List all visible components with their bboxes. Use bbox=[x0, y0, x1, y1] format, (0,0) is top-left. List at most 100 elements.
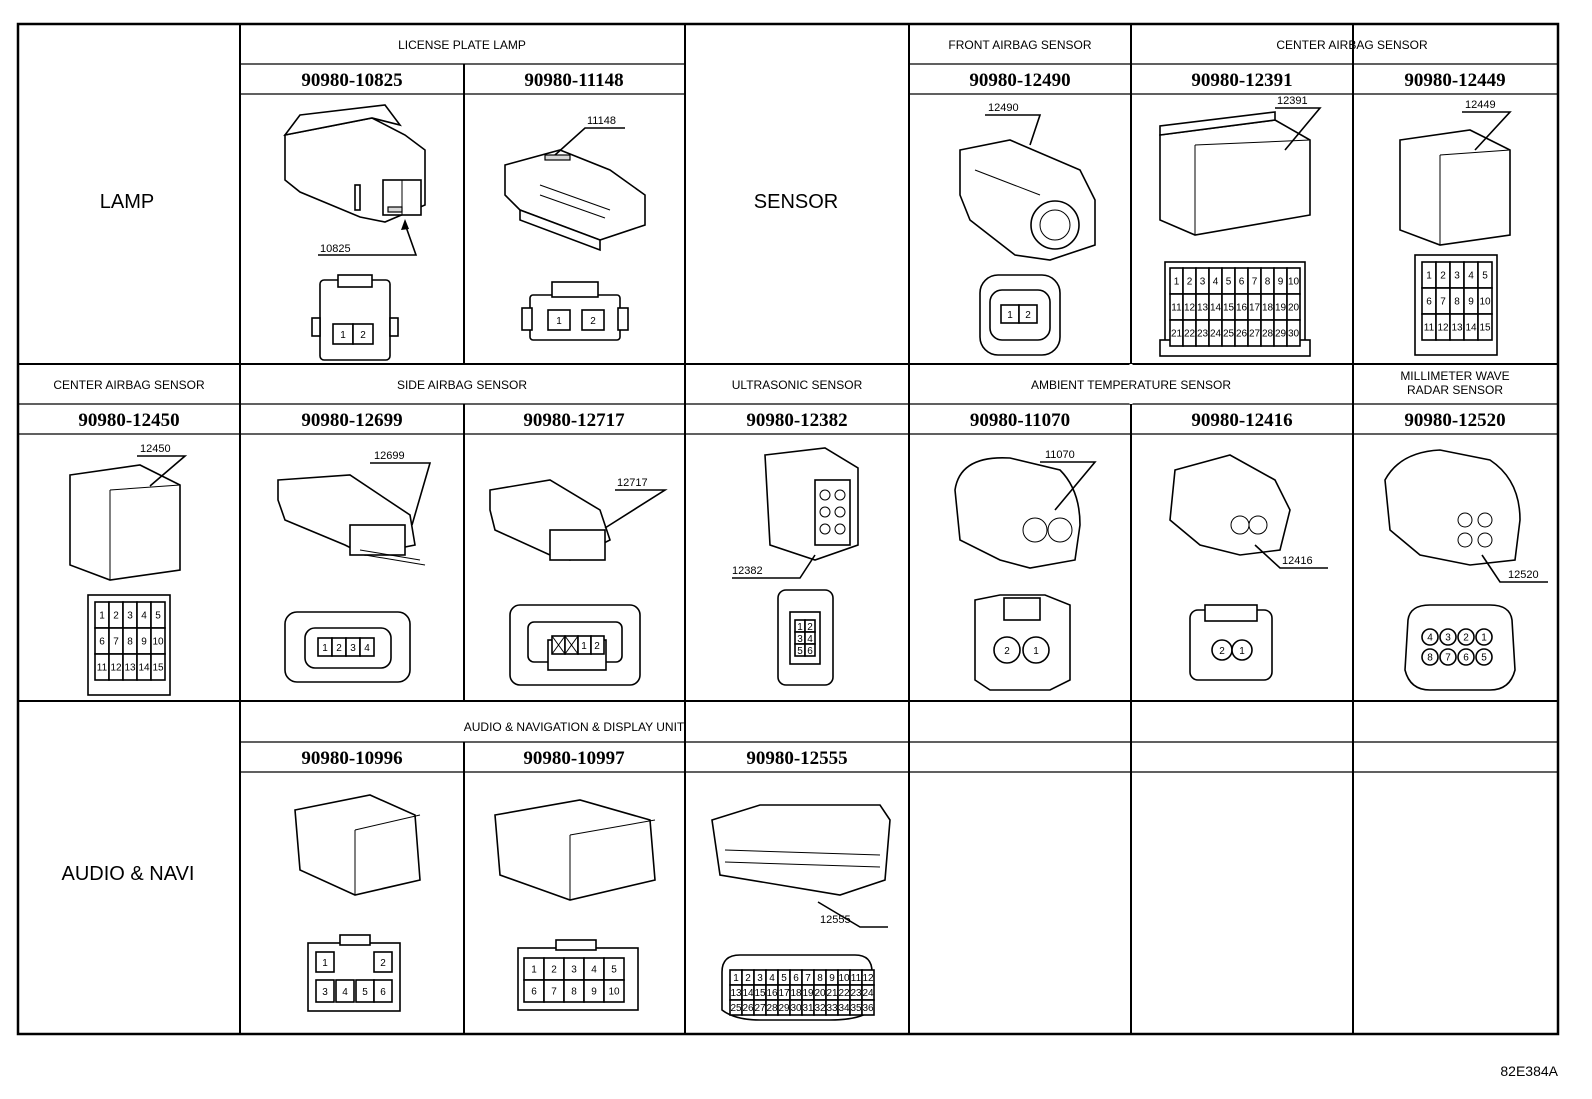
pin-12555-32: 32 bbox=[814, 1003, 826, 1014]
callout-12520: 12520 bbox=[1508, 569, 1539, 581]
pin-12555-36: 36 bbox=[862, 1003, 874, 1014]
pin-12717-1: 1 bbox=[581, 641, 587, 652]
merge-masks bbox=[466, 26, 1351, 740]
table-grid bbox=[16, 22, 1560, 1036]
pin-12520-2: 2 bbox=[1463, 633, 1469, 644]
pin-12555-30: 30 bbox=[790, 1003, 802, 1014]
group-title-center-airbag-sensor: CENTER AIRBAG SENSOR bbox=[1276, 38, 1428, 52]
pin-12391-11: 11 bbox=[1171, 303, 1182, 314]
pin-11148-1: 1 bbox=[556, 316, 562, 327]
pin-11148-2: 2 bbox=[590, 316, 596, 327]
pin-12382-6: 6 bbox=[807, 646, 813, 657]
pin-12391-25: 25 bbox=[1223, 329, 1235, 340]
pin-12555-29: 29 bbox=[778, 1003, 790, 1014]
pin-12449-10: 10 bbox=[1479, 297, 1491, 308]
callout-12490: 12490 bbox=[988, 102, 1019, 114]
pin-12391-9: 9 bbox=[1278, 277, 1284, 288]
pin-12416-1: 1 bbox=[1239, 646, 1245, 657]
category-sensor: SENSOR bbox=[754, 191, 838, 213]
pin-12391-8: 8 bbox=[1265, 277, 1271, 288]
callout-12555: 12555 bbox=[820, 914, 851, 926]
pin-12391-28: 28 bbox=[1262, 329, 1274, 340]
pin-12416-2: 2 bbox=[1219, 646, 1225, 657]
pin-12555-26: 26 bbox=[742, 1003, 754, 1014]
pin-12555-35: 35 bbox=[850, 1003, 862, 1014]
pin-12555-31: 31 bbox=[802, 1003, 814, 1014]
pin-12449-14: 14 bbox=[1465, 323, 1477, 334]
pin-12391-26: 26 bbox=[1236, 329, 1248, 340]
pin-10825-2: 2 bbox=[360, 330, 366, 341]
pin-12391-1: 1 bbox=[1174, 277, 1180, 288]
pin-socket bbox=[1439, 648, 1457, 666]
pin-12391-5: 5 bbox=[1226, 277, 1232, 288]
pin-12450-10: 10 bbox=[152, 637, 164, 648]
pin-10996-5: 5 bbox=[362, 987, 368, 998]
connector-12490-drawing bbox=[959, 114, 1096, 261]
pin-12391-30: 30 bbox=[1288, 329, 1300, 340]
pin-10997-5: 5 bbox=[611, 965, 617, 976]
pin-12391-7: 7 bbox=[1252, 277, 1258, 288]
pin-12391-6: 6 bbox=[1239, 277, 1245, 288]
connector-12717-face bbox=[509, 604, 641, 686]
pin-12555-22: 22 bbox=[838, 988, 850, 999]
pin-12555-21: 21 bbox=[826, 988, 838, 999]
part-number-12717: 90980-12717 bbox=[523, 410, 625, 431]
part-number-10825: 90980-10825 bbox=[301, 70, 402, 91]
pin-12490-1: 1 bbox=[1007, 310, 1013, 321]
connector-11148-face bbox=[521, 281, 629, 341]
pin-12450-2: 2 bbox=[113, 611, 119, 622]
pin-12449-9: 9 bbox=[1468, 297, 1474, 308]
pin-12555-33: 33 bbox=[826, 1003, 838, 1014]
pin-10997-2: 2 bbox=[551, 965, 557, 976]
pin-socket bbox=[1457, 628, 1475, 646]
connector-12416-face bbox=[1189, 604, 1273, 681]
connector-10996-face bbox=[307, 934, 401, 1012]
connector-12717-drawing bbox=[489, 479, 668, 561]
pin-12555-12: 12 bbox=[862, 973, 874, 984]
pin-10996-6: 6 bbox=[380, 987, 386, 998]
callout-12699: 12699 bbox=[374, 450, 405, 462]
pin-12391-10: 10 bbox=[1288, 277, 1300, 288]
pin-12391-3: 3 bbox=[1200, 277, 1206, 288]
pin-socket bbox=[1475, 648, 1493, 666]
pin-12520-7: 7 bbox=[1445, 653, 1451, 664]
pin-10996-2: 2 bbox=[380, 958, 386, 969]
pin-12391-18: 18 bbox=[1262, 303, 1274, 314]
pin-12382-2: 2 bbox=[807, 622, 813, 633]
pin-12391-14: 14 bbox=[1210, 303, 1222, 314]
pin-12450-7: 7 bbox=[113, 637, 119, 648]
pin-12450-11: 11 bbox=[97, 663, 108, 674]
pin-cell bbox=[861, 999, 875, 1016]
part-number-10997: 90980-10997 bbox=[523, 748, 625, 769]
pin-12449-3: 3 bbox=[1454, 271, 1460, 282]
pin-12555-13: 13 bbox=[730, 988, 742, 999]
pin-12555-20: 20 bbox=[814, 988, 826, 999]
pin-10825-1: 1 bbox=[340, 330, 346, 341]
pin-12449-4: 4 bbox=[1468, 271, 1474, 282]
connector-11070-drawing bbox=[954, 457, 1097, 569]
connector-12490-face bbox=[979, 274, 1061, 356]
part-number-11148: 90980-11148 bbox=[524, 70, 623, 91]
connector-11148-drawing bbox=[504, 127, 646, 252]
part-number-12382: 90980-12382 bbox=[746, 410, 847, 431]
pin-12520-8: 8 bbox=[1427, 653, 1433, 664]
pin-12555-28: 28 bbox=[766, 1003, 778, 1014]
pin-12555-9: 9 bbox=[829, 973, 835, 984]
pin-12520-5: 5 bbox=[1481, 653, 1487, 664]
pin-10997-1: 1 bbox=[531, 965, 537, 976]
pin-12555-11: 11 bbox=[851, 973, 862, 984]
category-audio-navi: AUDIO & NAVI bbox=[62, 863, 195, 885]
pin-12555-2: 2 bbox=[745, 973, 751, 984]
part-number-12699: 90980-12699 bbox=[301, 410, 402, 431]
part-number-12450: 90980-12450 bbox=[78, 410, 179, 431]
pin-cell bbox=[1286, 319, 1301, 347]
pin-12555-10: 10 bbox=[838, 973, 850, 984]
connector-12391-drawing bbox=[1159, 107, 1322, 236]
pin-12555-4: 4 bbox=[769, 973, 775, 984]
pin-12555-17: 17 bbox=[778, 988, 790, 999]
pin-socket bbox=[1457, 648, 1475, 666]
